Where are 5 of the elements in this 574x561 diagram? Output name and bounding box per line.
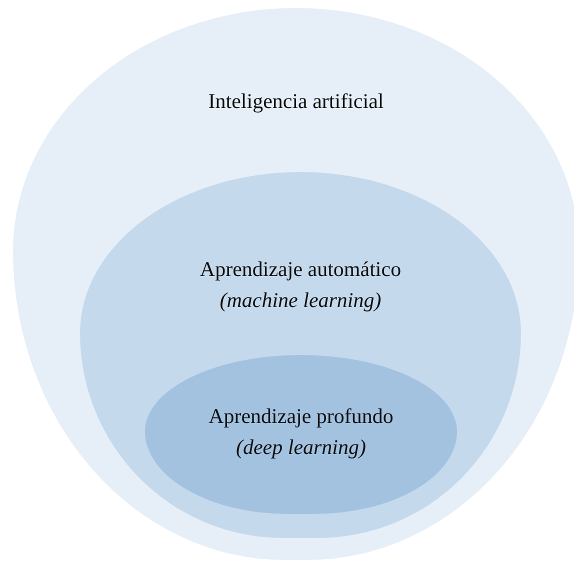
region-subtitle: (deep learning) bbox=[236, 434, 366, 461]
region-title: Inteligencia artificial bbox=[208, 88, 384, 115]
region-subtitle: (machine learning) bbox=[220, 287, 382, 314]
region-title: Aprendizaje profundo bbox=[208, 403, 394, 430]
region-title: Aprendizaje automático bbox=[200, 256, 402, 283]
